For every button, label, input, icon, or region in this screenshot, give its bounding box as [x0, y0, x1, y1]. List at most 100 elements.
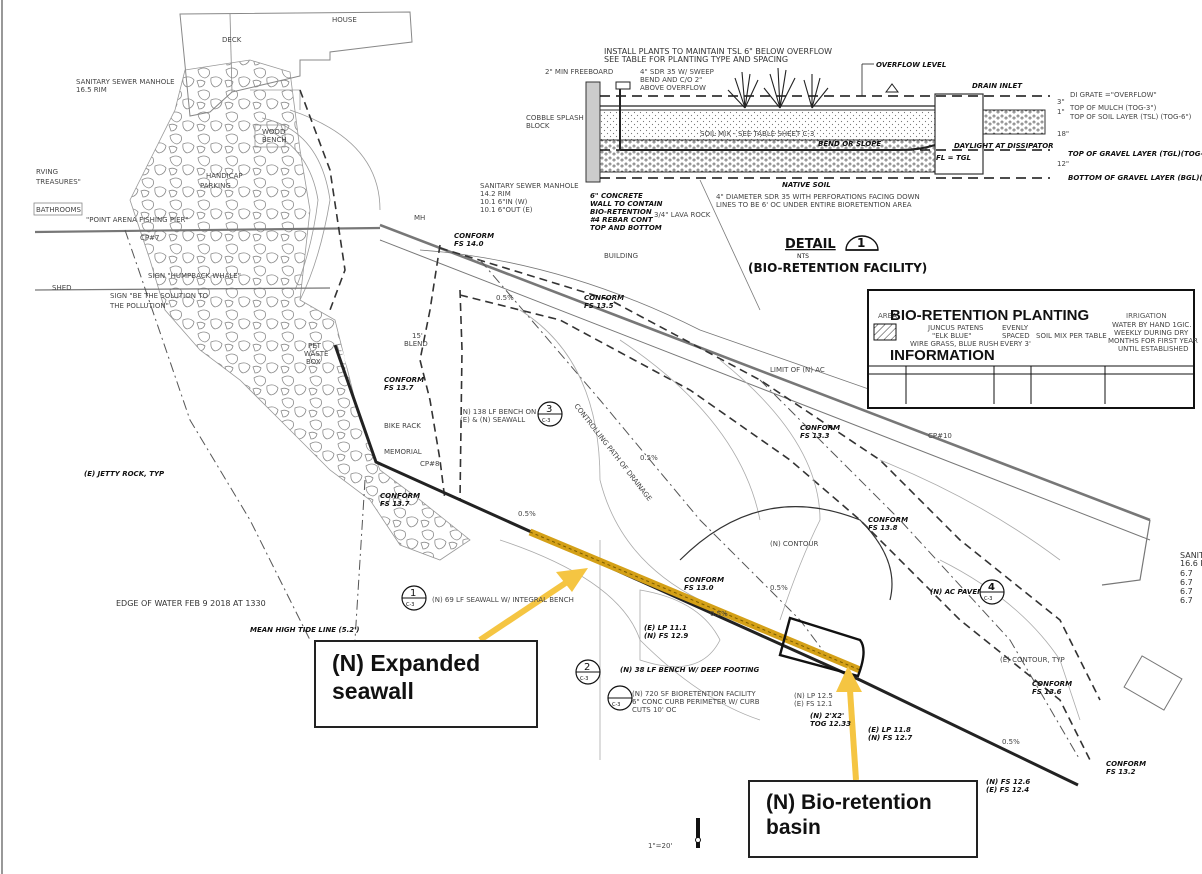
note-di-grate: DI GRATE ="OVERFLOW"	[1070, 91, 1157, 99]
deck-label: DECK	[222, 36, 242, 44]
table-irrigation-header: IRRIGATION	[1126, 312, 1167, 320]
label-slope-3: 0.5%	[640, 454, 658, 462]
svg-text:C-3: C-3	[406, 602, 414, 608]
dim-18: 18"	[1057, 130, 1069, 138]
grade-133-1: CONFORM	[800, 424, 840, 432]
label-humpback: SIGN "HUMPBACK WHALE"	[148, 272, 241, 280]
svg-text:4: 4	[988, 582, 995, 593]
site-lines	[34, 179, 1183, 711]
section-mark-3: 3 C-3	[537, 401, 563, 427]
expanded-seawall-highlight	[528, 528, 862, 674]
label-handicap-1: HANDICAP	[206, 172, 243, 180]
label-manhole-2a: SANITARY SEWER MANHOLE	[480, 182, 579, 190]
label-bench-38: (N) 38 LF BENCH W/ DEEP FOOTING	[620, 666, 760, 674]
label-bathrooms: BATHROOMS	[36, 206, 82, 214]
bioretention-section: INSTALL PLANTS TO MAINTAIN TSL 6" BELOW …	[526, 47, 1202, 232]
note-top-soil: TOP OF SOIL LAYER (TSL) (TOG-6")	[1069, 113, 1192, 121]
grade-lp118-2: (N) FS 12.7	[868, 734, 912, 742]
note-wall-3: BIO-RETENTION	[590, 208, 652, 216]
callout-basin-line-1: (N) Bio-retention	[766, 791, 932, 814]
grade-130-2: FS 13.0	[684, 584, 714, 592]
bioretention-basin-outline	[778, 616, 865, 678]
svg-text:3: 3	[546, 404, 552, 415]
note-native-soil: NATIVE SOIL	[782, 181, 831, 189]
note-bend: BEND OR SLOPE	[818, 140, 881, 148]
label-solution-1: SIGN "BE THE SOLUTION TO	[110, 292, 208, 300]
label-sanit-6: 6.7	[1180, 596, 1193, 605]
grade-tg-1: (N) 2'X2'	[810, 712, 844, 720]
grade-fs126-2: (E) FS 12.4	[986, 786, 1029, 794]
label-slope-5: 0.5%	[770, 584, 788, 592]
grade-132-2: FS 13.2	[1106, 768, 1136, 776]
grade-lp118-1: (E) LP 11.8	[868, 726, 911, 734]
note-wall-5: TOP AND BOTTOM	[590, 224, 662, 232]
label-edge-water: EDGE OF WATER FEB 9 2018 AT 1330	[116, 599, 266, 608]
note-freeboard: 2" MIN FREEBOARD	[545, 68, 613, 76]
section-gravel	[599, 139, 936, 173]
callout-seawall-line-2: seawall	[332, 677, 414, 704]
svg-text:C-3: C-3	[542, 418, 550, 424]
label-e-contour: (E) CONTOUR, TYP	[1000, 656, 1065, 664]
table-spacing-3: EVERY 3'	[1000, 340, 1031, 348]
label-rving-2: TREASURES"	[35, 178, 81, 186]
note-sdr-3: ABOVE OVERFLOW	[640, 84, 706, 92]
section-soil-mix	[599, 109, 936, 141]
grade-137b-1: CONFORM	[380, 492, 420, 500]
label-pet-2: WASTE	[304, 350, 328, 358]
label-building: BUILDING	[604, 252, 638, 260]
section-drain-inlet	[934, 93, 984, 175]
label-manhole-1a: SANITARY SEWER MANHOLE	[76, 78, 175, 86]
table-spacing-2: SPACED	[1002, 332, 1030, 340]
grade-138-2: FS 13.8	[868, 524, 898, 532]
planting-table: AREA BIO-RETENTION PLANTING INFORMATION …	[867, 289, 1198, 409]
note-install-plants: INSTALL PLANTS TO MAINTAIN TSL 6" BELOW …	[604, 47, 832, 56]
label-jetty: (E) JETTY ROCK, TYP	[84, 470, 165, 478]
detail-scale: NTS	[797, 253, 809, 260]
label-sanit-4: 6.7	[1180, 578, 1193, 587]
grade-136-2: FS 13.6	[1032, 688, 1062, 696]
grade-133-2: FS 13.3	[800, 432, 830, 440]
label-cp10: CP#10	[928, 432, 952, 440]
label-blend-1: 15'	[412, 332, 423, 340]
section-mark-2: 2 C-3	[575, 659, 601, 685]
detail-title: DETAIL 1 NTS (BIO-RETENTION FACILITY)	[748, 235, 927, 275]
label-slope-1: 0.5%	[518, 510, 536, 518]
grade-130-1: CONFORM	[684, 576, 724, 584]
section-mark-4: 4 C-3	[979, 579, 1005, 605]
label-n-contour: (N) CONTOUR	[770, 540, 818, 548]
note-daylight: DAYLIGHT AT DISSIPATOR	[954, 142, 1054, 150]
label-slope-4: 0.5%	[710, 610, 728, 618]
note-fl-tgl: FL = TGL	[936, 154, 971, 162]
note-overflow-level: OVERFLOW LEVEL	[876, 61, 946, 69]
grade-135-2: FS 13.5	[584, 302, 614, 310]
grade-fs126-1: (N) FS 12.6	[986, 778, 1030, 786]
grade-136-1: CONFORM	[1032, 680, 1072, 688]
label-cp8: CP#8	[420, 460, 439, 468]
section-mark-1: 1 C-3	[401, 585, 427, 611]
label-wood-bench-1: WOOD	[262, 128, 285, 136]
grade-135-1: CONFORM	[584, 294, 624, 302]
svg-text:2: 2	[584, 662, 590, 673]
section-plants	[727, 67, 829, 109]
grade-137b-2: FS 13.7	[380, 500, 410, 508]
parking-contours	[250, 89, 381, 301]
grade-lp125-2: (E) FS 12.1	[794, 700, 832, 708]
table-plant-1: JUNCUS PATENS	[927, 324, 984, 332]
table-area-swatch	[873, 323, 897, 341]
seawall	[333, 344, 1079, 787]
table-irrigation-1: WATER BY HAND 1GIC.	[1112, 321, 1191, 329]
section-marks: 1 C-3 2 C-3 3 C-3 4 C-3 C-3	[401, 401, 1005, 711]
label-sanit-5: 6.7	[1180, 587, 1193, 596]
label-drainage: CONTROLLING PATH OF DRAINAGE	[572, 402, 653, 502]
note-wall-1: 6" CONCRETE	[590, 192, 643, 200]
label-manhole-2c: 10.1 6"IN (W)	[480, 198, 528, 206]
label-mh: MH	[414, 214, 425, 222]
grade-lp125-1: (N) LP 12.5	[794, 692, 833, 700]
grade-140-2: FS 14.0	[454, 240, 484, 248]
centerlines	[124, 229, 1081, 761]
table-irrigation-3: MONTHS FOR FIRST YEAR	[1108, 337, 1198, 345]
label-sanit-2: 16.6 R	[1180, 559, 1202, 568]
label-handicap-2: PARKING	[200, 182, 231, 190]
grading-limit	[299, 89, 1101, 761]
